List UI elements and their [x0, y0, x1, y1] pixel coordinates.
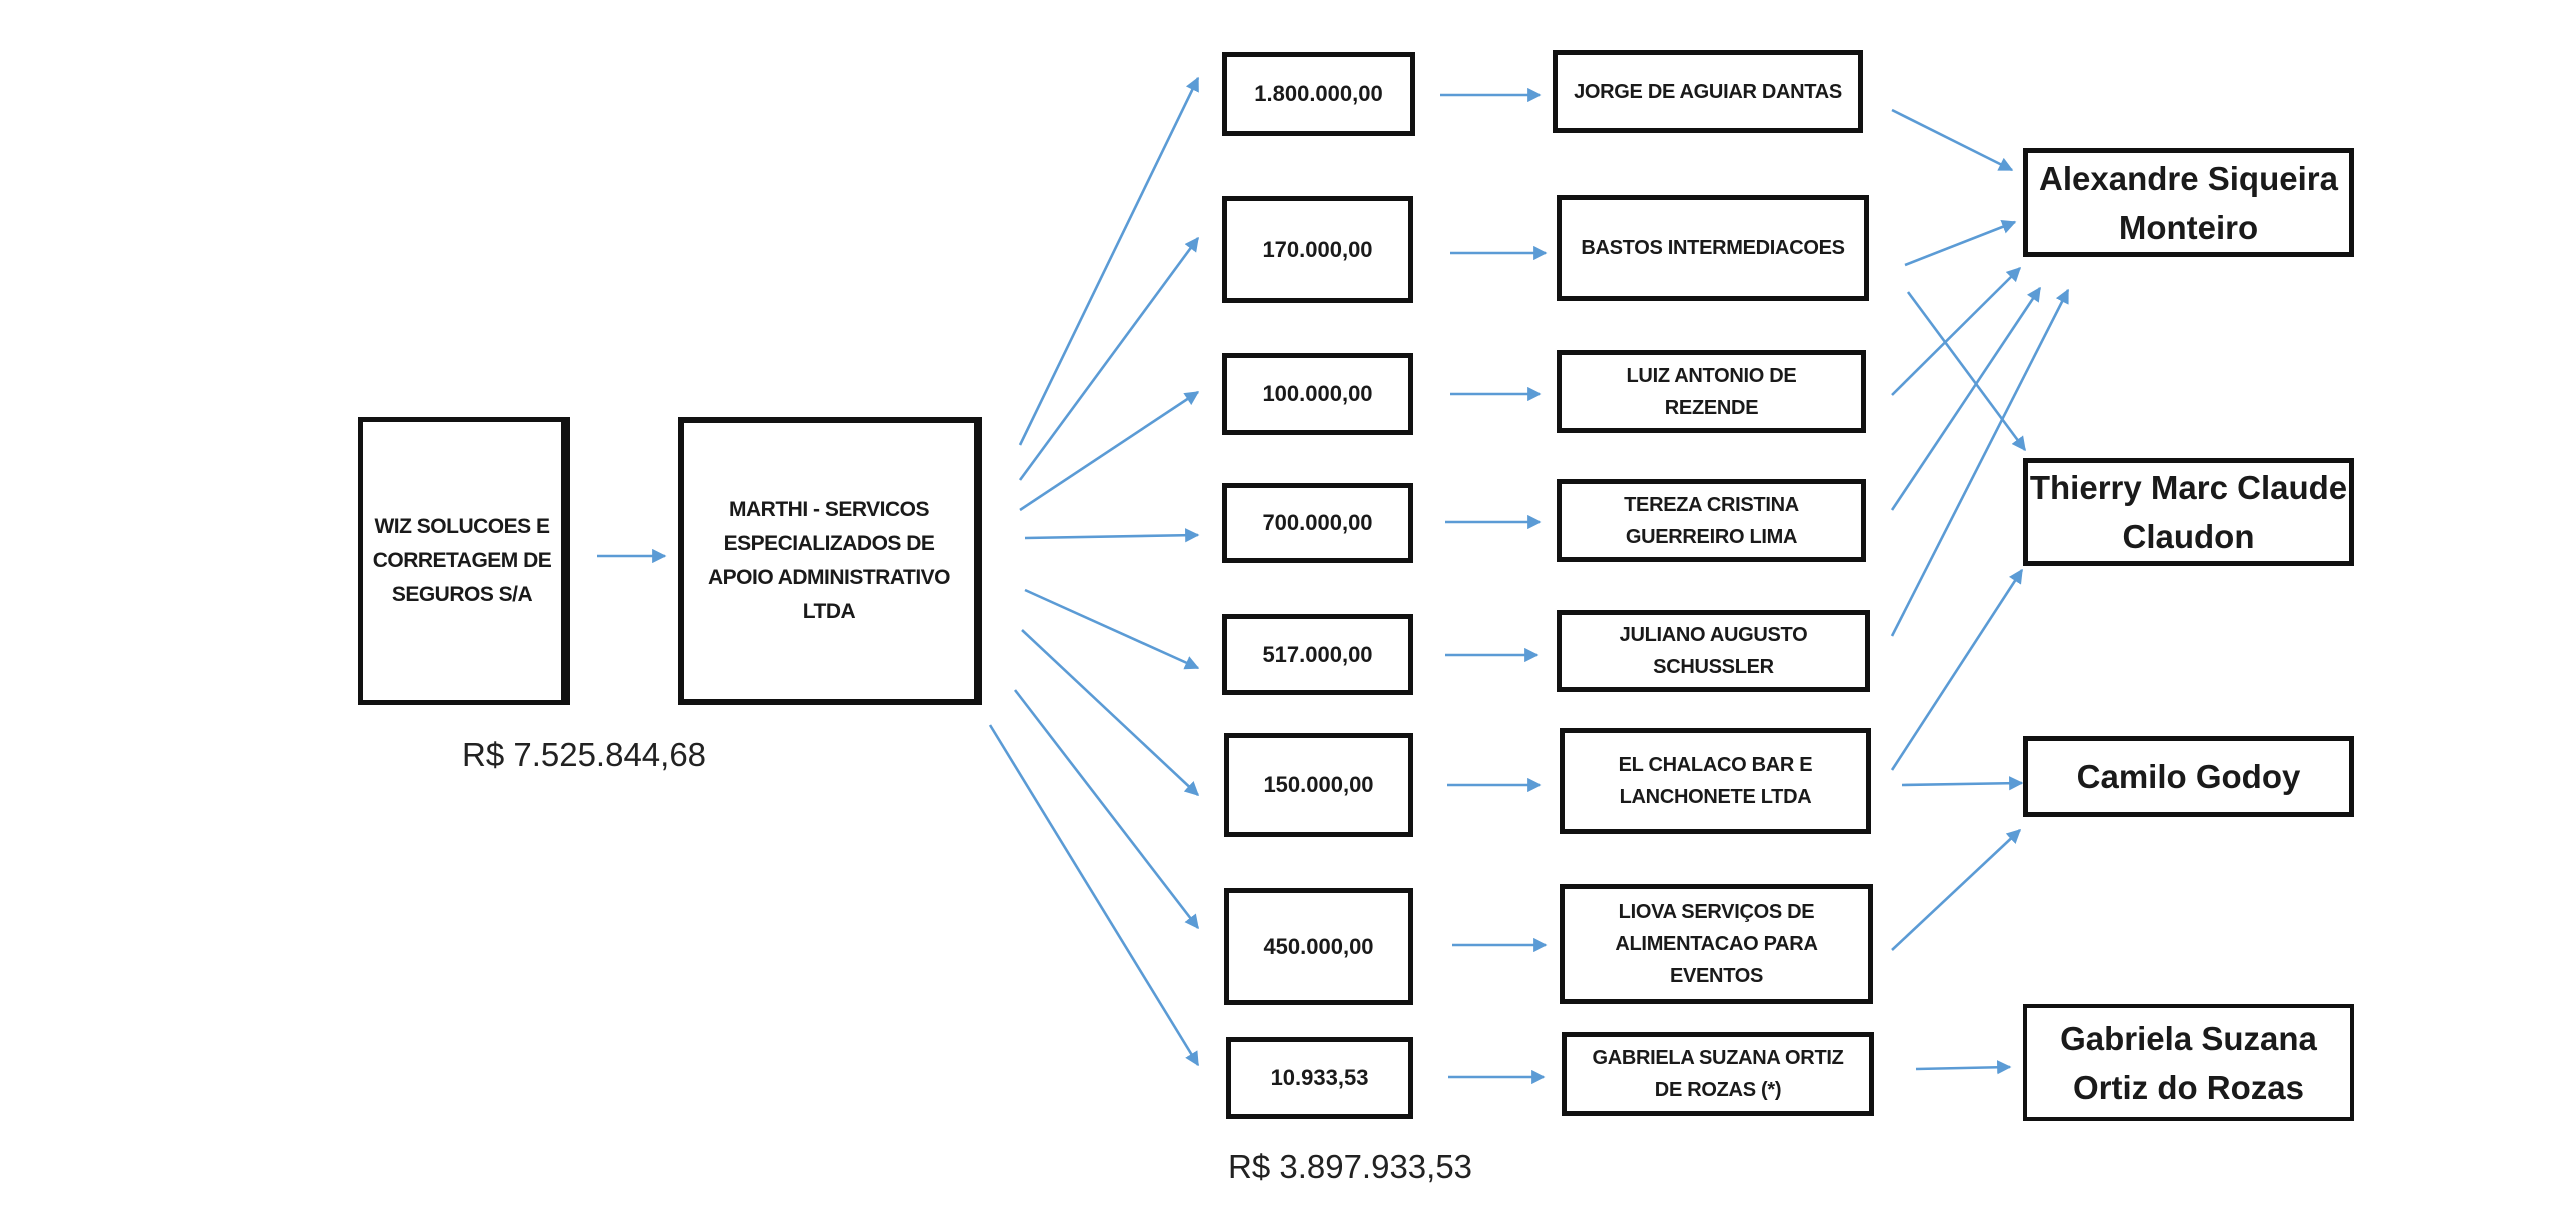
- arrow-marthi-to-amount-8: [988, 724, 1200, 1067]
- intermediary-company-name: MARTHI - SERVICOS ESPECIALIZADOS DE APOI…: [708, 498, 951, 623]
- total-distributed-label: R$ 3.897.933,53: [1228, 1148, 1473, 1185]
- arrow-luiz-to-alexandre: [1891, 266, 2022, 396]
- recipient-name: LIOVA SERVIÇOS DE ALIMENTACAO PARA EVENT…: [1615, 901, 1818, 987]
- arrow-elchalaco-to-thierry: [1890, 568, 2024, 771]
- arrow-liova-to-camilo: [1891, 829, 2022, 951]
- recipient-name: JULIANO AUGUSTO SCHUSSLER: [1619, 624, 1808, 678]
- arrow-gabriela-to-gabriela: [1915, 1060, 2012, 1075]
- recipient-name: BASTOS INTERMEDIACOES: [1581, 237, 1845, 259]
- amount-value: 450.000,00: [1263, 933, 1374, 959]
- beneficiary-box: Thierry Marc Claude Claudon: [2023, 458, 2354, 566]
- recipient-box: LIOVA SERVIÇOS DE ALIMENTACAO PARA EVENT…: [1560, 884, 1873, 1004]
- amount-value: 1.800.000,00: [1254, 81, 1383, 106]
- amount-value: 10.933,53: [1270, 1065, 1369, 1090]
- source-company-box: WIZ SOLUCOES E CORRETAGEM DE SEGUROS S/A: [358, 417, 570, 705]
- arrow-marthi-to-amount-4: [1024, 528, 1200, 543]
- arrow-elchalaco-to-camilo: [1901, 776, 2024, 791]
- intermediary-company-box: MARTHI - SERVICOS ESPECIALIZADOS DE APOI…: [678, 417, 982, 705]
- beneficiary-name: Gabriela Suzana Ortiz do Rozas: [2060, 1019, 2317, 1106]
- recipient-box: EL CHALACO BAR E LANCHONETE LTDA: [1560, 728, 1871, 834]
- arrow-tereza-to-alexandre: [1890, 286, 2042, 511]
- beneficiary-box: Camilo Godoy: [2023, 736, 2354, 817]
- arrow-bastos-to-thierry: [1906, 291, 2027, 452]
- recipient-box: GABRIELA SUZANA ORTIZ DE ROZAS (*): [1562, 1032, 1874, 1116]
- beneficiary-box: Alexandre Siqueira Monteiro: [2023, 148, 2354, 257]
- beneficiary-name: Camilo Godoy: [2076, 758, 2301, 795]
- recipient-box: LUIZ ANTONIO DE REZENDE: [1557, 350, 1866, 433]
- amount-box: 1.800.000,00: [1222, 52, 1415, 136]
- recipient-box: JULIANO AUGUSTO SCHUSSLER: [1557, 610, 1870, 692]
- arrow-jorge-to-alexandre: [1891, 108, 2014, 172]
- recipient-box: BASTOS INTERMEDIACOES: [1557, 195, 1869, 301]
- arrow-marthi-to-amount-7: [1013, 689, 1200, 930]
- amount-value: 150.000,00: [1263, 772, 1374, 797]
- recipient-box: JORGE DE AGUIAR DANTAS: [1553, 50, 1863, 133]
- recipient-box: TEREZA CRISTINA GUERREIRO LIMA: [1557, 479, 1866, 562]
- arrow-juliano-to-alexandre: [1890, 288, 2070, 637]
- amount-box: 150.000,00: [1224, 733, 1413, 837]
- recipient-name: LUIZ ANTONIO DE REZENDE: [1626, 364, 1797, 419]
- arrow-marthi-to-amount-2: [1018, 236, 1200, 481]
- arrow-marthi-to-amount-6: [1021, 629, 1200, 796]
- amount-value: 700.000,00: [1262, 510, 1373, 535]
- amount-box: 10.933,53: [1226, 1037, 1413, 1119]
- amount-value: 170.000,00: [1262, 236, 1373, 262]
- recipient-name: EL CHALACO BAR E LANCHONETE LTDA: [1618, 754, 1813, 808]
- amount-value: 100.000,00: [1262, 381, 1373, 406]
- arrow-marthi-to-amount-1: [1018, 76, 1200, 446]
- amount-box: 100.000,00: [1222, 353, 1413, 435]
- recipient-name: JORGE DE AGUIAR DANTAS: [1574, 80, 1842, 103]
- amount-value: 517.000,00: [1262, 641, 1373, 667]
- beneficiary-box: Gabriela Suzana Ortiz do Rozas: [2023, 1004, 2354, 1121]
- beneficiary-name: Thierry Marc Claude Claudon: [2029, 469, 2348, 555]
- recipient-name: GABRIELA SUZANA ORTIZ DE ROZAS (*): [1592, 1047, 1844, 1101]
- total-source-label: R$ 7.525.844,68: [462, 736, 707, 773]
- arrow-marthi-to-amount-3: [1019, 390, 1200, 512]
- amount-box: 450.000,00: [1224, 888, 1413, 1005]
- arrow-bastos-to-alexandre: [1904, 220, 2017, 267]
- arrow-marthi-to-amount-5: [1024, 588, 1200, 670]
- beneficiary-name: Alexandre Siqueira Monteiro: [2039, 159, 2338, 246]
- amount-box: 517.000,00: [1222, 614, 1413, 695]
- source-company-name: WIZ SOLUCOES E CORRETAGEM DE SEGUROS S/A: [372, 515, 552, 606]
- recipient-name: TEREZA CRISTINA GUERREIRO LIMA: [1624, 493, 1799, 548]
- amount-box: 170.000,00: [1222, 196, 1413, 303]
- amount-box: 700.000,00: [1222, 483, 1413, 563]
